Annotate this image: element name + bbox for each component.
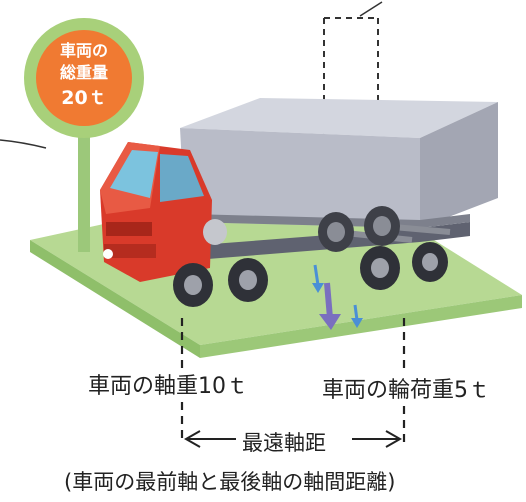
measurement-lines	[180, 318, 406, 444]
load-arrows	[312, 264, 363, 330]
max-axle-distance-note: (車両の最前軸と最後軸の軸間距離)	[64, 470, 396, 494]
cargo-box	[180, 98, 498, 228]
sign-circle	[36, 30, 132, 126]
truck-cab	[100, 142, 212, 282]
axle-weight-label: 車両の軸重10ｔ	[88, 374, 248, 399]
wheel-load-label: 車両の輪荷重5ｔ	[322, 378, 490, 403]
dimension-arrow	[183, 430, 403, 448]
sign-line-1: 車両の	[59, 41, 108, 60]
max-axle-distance-label: 最遠軸距	[242, 431, 326, 455]
callout-line-top	[359, 1, 383, 17]
sign-line-2: 総重量	[59, 63, 108, 82]
raised-axles	[318, 206, 451, 252]
sign-line-3: 20ｔ	[61, 87, 107, 109]
callout-line	[0, 139, 47, 149]
wheels	[173, 219, 448, 307]
sign-post	[78, 130, 90, 252]
